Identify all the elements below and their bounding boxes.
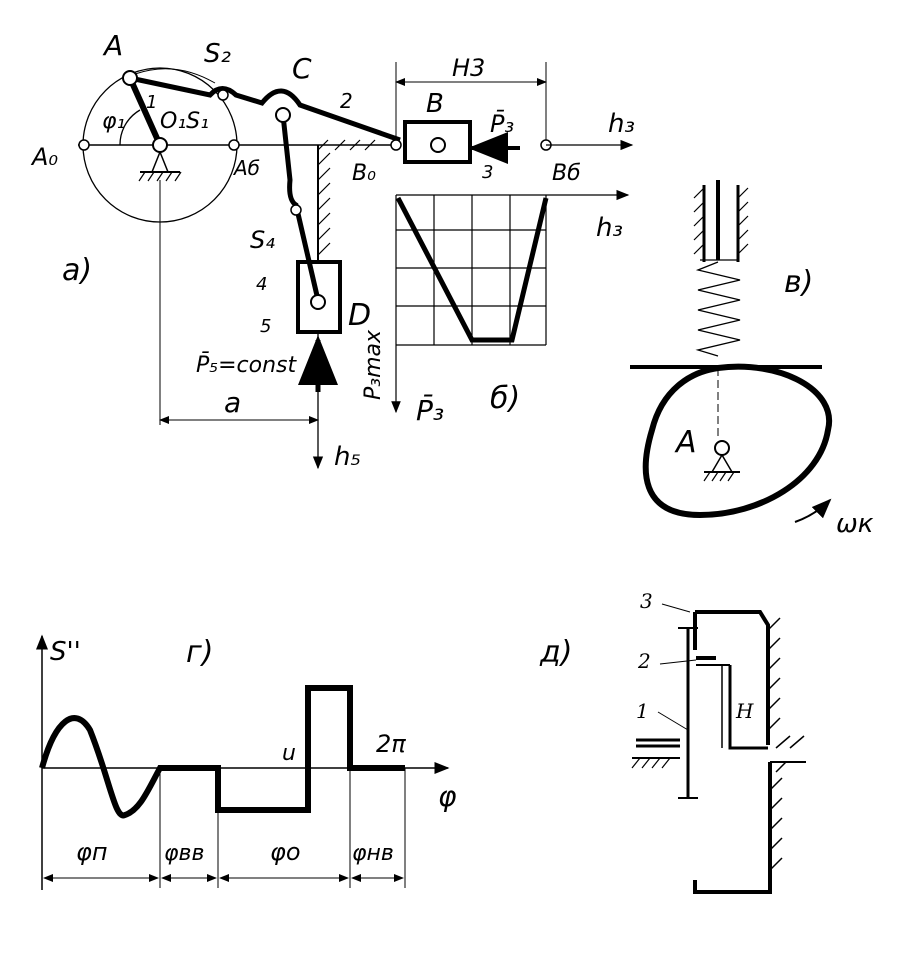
- label-phi1: φ₁: [102, 109, 125, 134]
- label-B: B: [426, 89, 444, 119]
- label-link-3: 3: [482, 162, 493, 183]
- label-h3-top: h₃: [608, 109, 635, 139]
- cam-pivot: [714, 440, 730, 456]
- crank-link: [127, 76, 163, 147]
- label-P3: P̄₃: [490, 109, 514, 138]
- label-part-a: а): [62, 253, 92, 288]
- linkage-mechanism: [78, 62, 634, 470]
- joint-S4: [290, 204, 302, 216]
- label-O1S1: O₁S₁: [160, 109, 209, 134]
- label-link-4: 4: [256, 274, 267, 295]
- label-B0: B₀: [352, 161, 376, 186]
- rotation-arrow: [794, 498, 832, 523]
- label-link-5: 5: [260, 316, 271, 337]
- label-part-d: д): [539, 635, 572, 670]
- label-P5: P̄₅=const: [196, 352, 297, 378]
- carrier-H: [728, 665, 768, 750]
- joint-S2: [217, 89, 229, 101]
- label-phi-o: φо: [270, 838, 301, 866]
- ring-gear-3: [695, 610, 770, 745]
- angle-arc: [119, 109, 141, 146]
- label-part-b: б): [490, 381, 520, 416]
- cam-profile: [642, 363, 833, 519]
- label-phi-nv: φнв: [352, 841, 394, 866]
- ground-O1-hatch: [138, 171, 182, 182]
- label-gear-3: 3: [640, 589, 653, 613]
- housing-hatch: [767, 617, 806, 871]
- label-S: S'': [50, 637, 81, 667]
- label-S4: S₄: [250, 226, 275, 254]
- label-u: u: [282, 741, 296, 766]
- label-phi: φ: [438, 780, 457, 813]
- joint-O1: [152, 137, 168, 153]
- cam-labels: в) A ωк: [674, 265, 874, 539]
- label-link-1: 1: [146, 92, 157, 113]
- label-H3: H3: [452, 54, 485, 82]
- joint-D: [310, 294, 326, 310]
- label-S2: S₂: [204, 39, 231, 69]
- label-phi-p: φп: [76, 838, 108, 866]
- graph-curve: [39, 685, 405, 819]
- label-part-g: г): [186, 635, 213, 670]
- joint-A0: [78, 139, 90, 151]
- force-curve: [395, 196, 549, 343]
- label-phi-vv: φвв: [164, 841, 204, 866]
- label-P3max: P₃max: [361, 329, 386, 400]
- label-h5: h₅: [334, 442, 361, 472]
- graph-labels: S'' г) u 2π φ φп φвв φо φнв: [50, 635, 457, 866]
- guide-wall-hatch: [317, 139, 376, 256]
- label-gear-1: 1: [636, 699, 649, 723]
- label-P3-bottom: P̄₃: [416, 393, 444, 427]
- label-h3-mid: h₃: [596, 213, 623, 243]
- label-link-2: 2: [340, 89, 353, 113]
- coupler-link-2: [129, 75, 401, 143]
- joint-B: [430, 137, 446, 153]
- label-A: A: [102, 29, 123, 62]
- spring: [695, 261, 741, 357]
- label-gear-H: H: [735, 699, 754, 723]
- force-grid: [391, 195, 547, 414]
- joint-A: [122, 70, 138, 86]
- label-cam-A: A: [674, 425, 697, 460]
- joint-Ab: [228, 139, 240, 151]
- gear-labels: д) 3 2 1 H: [539, 589, 754, 723]
- label-A0: A₀: [30, 143, 58, 171]
- label-Bb: Bб: [552, 161, 581, 186]
- mechanism-labels: A S₂ C H3 A₀ φ₁ 1 O₁S₁ Aб 2 B P̄₃ h₃ B₀ …: [30, 29, 635, 472]
- cam-mechanism: [630, 180, 833, 523]
- joint-B0: [390, 139, 402, 151]
- label-2pi: 2π: [376, 730, 406, 758]
- guide-hatch: [693, 187, 749, 255]
- label-C: C: [292, 52, 312, 85]
- label-D: D: [348, 298, 371, 333]
- joint-C: [275, 107, 291, 123]
- label-part-v: в): [784, 265, 813, 300]
- slider-block-5: [296, 260, 342, 334]
- label-Ab: Aб: [232, 156, 260, 180]
- label-a-dim: a: [224, 386, 241, 419]
- planetary-gear: [631, 603, 806, 894]
- acceleration-graph: [36, 634, 450, 890]
- coupler-arc: [134, 68, 216, 84]
- label-gear-2: 2: [637, 649, 651, 673]
- label-omega: ωк: [836, 509, 874, 539]
